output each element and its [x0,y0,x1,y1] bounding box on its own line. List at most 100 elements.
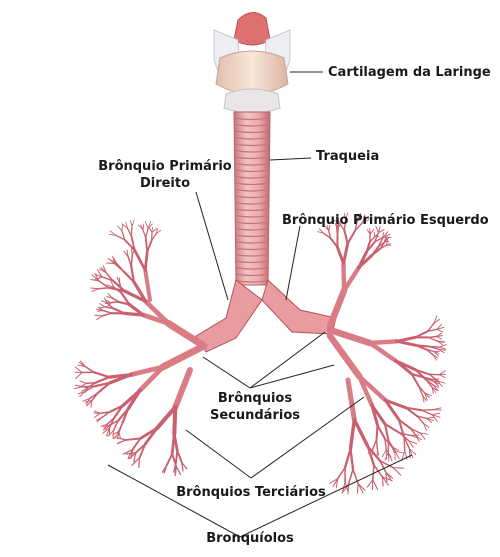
bronchus-branch [133,452,137,463]
bronchus-branch [122,448,134,455]
bronchus-branch [341,242,350,265]
bronchus-branch [110,280,115,288]
bronchus-branch [436,336,443,340]
bronchus-branch [429,345,440,350]
bronchus-branch [438,374,446,378]
trachea-ring [234,247,270,251]
bronchus-branch [367,340,398,363]
bronchus-branch [176,449,183,464]
bronchus-branch [421,409,434,411]
bronchus-branch [378,229,385,234]
bronchus-branch [356,482,359,494]
trachea-ring [234,240,270,244]
bronchus-branch [379,460,394,469]
bronchus-branch [383,398,401,422]
trachea-ring [234,234,270,238]
trachea-ring [234,123,270,127]
bronchus-branch [94,273,103,278]
trachea-ring [234,143,270,147]
bronchus-branch [347,468,354,485]
bronchus-branch [423,423,430,428]
bronchus-branch [401,450,406,462]
bronchus-branch [397,418,412,430]
cricoid-cartilage [223,88,281,114]
leader-secondary-b [249,331,326,389]
bronchus-branch [354,220,358,232]
bronchus-branch [403,436,406,452]
bronchus-branch [416,415,428,419]
bronchus-branch [112,404,124,419]
bronchus-branch [352,417,370,448]
bronchus-branch [123,238,136,252]
trachea-ring [234,175,270,179]
bronchus-branch [175,466,182,476]
bronchus-branch [125,221,128,229]
bronchus-branch [117,408,130,422]
trachea-ring [234,156,270,160]
bronchus-branch [100,423,108,427]
bronchus-branch [116,439,127,445]
bronchus-branch [357,253,374,270]
bronchus-branch [415,435,420,442]
bronchus-branch [422,394,425,403]
bronchus-branch [123,250,129,258]
bronchus-branch [137,364,166,393]
bronchus-branch [328,229,332,239]
leader-trachea [269,157,312,161]
bronchus-branch [379,460,387,473]
bronchus-branch [384,437,393,448]
bronchus-branch [433,318,440,324]
bronchus-branch [426,416,435,419]
bronchus-branch [332,219,340,223]
label-tertiary-bronchi: Brônquios Terciários [176,485,326,500]
bronchus-branch [116,263,125,273]
bronchus-branch [138,443,147,459]
bronchus-branch [384,437,387,451]
bronchus-branch [101,300,108,304]
bronchus-branch [142,229,147,239]
bronchus-branch [109,233,117,236]
bronchus-branch [341,261,347,293]
bronchus-branch [383,398,408,410]
bronchus-branch [77,390,86,395]
bronchus-branch [94,412,101,418]
bronchus-branch [150,233,157,242]
bronchus-branch [80,382,87,388]
bronchus-branch [425,378,433,389]
bronchus-branch [126,249,129,258]
bronchus-branch [432,380,439,387]
trachea-ring [234,188,270,192]
bronchus-branch [337,466,346,480]
label-secondary-bronchi: Brônquios Secundários [200,390,310,424]
bronchus-branch [140,224,144,231]
bronchus-branch [111,279,126,293]
bronchus-branch [75,371,83,379]
bronchus-branch [127,302,145,317]
bronchus-branch [99,411,111,414]
bronchus-branch [436,323,442,330]
bronchus-branch [329,237,339,249]
bronchus-branch [433,351,439,357]
bronchus-branch [335,245,346,265]
bronchus-branch [181,461,184,472]
bronchus-branch [317,231,325,234]
bronchus-branch [354,222,364,232]
bronchus-branch [99,302,106,308]
bronchus-branch [85,381,97,385]
bronchus-branch [147,221,152,229]
bronchus-branch [98,306,106,309]
bronchus-branch [107,372,134,379]
bronchus-branch [91,274,100,282]
bronchus-branch [97,280,110,289]
bronchus-branch [143,268,152,302]
bronchus-branch [107,257,116,265]
bronchus-branch [112,430,120,436]
leader-secondary-c [249,364,335,389]
bronchus-branch [369,236,376,243]
bronchus-branch [107,292,113,299]
bronchus-branch [375,225,379,234]
bronchus-branch [105,299,112,304]
label-right-primary-bronchus: Brônquio Primário Direito [96,158,234,192]
bronchus-branch [85,397,91,405]
bronchus-branch [431,414,441,418]
